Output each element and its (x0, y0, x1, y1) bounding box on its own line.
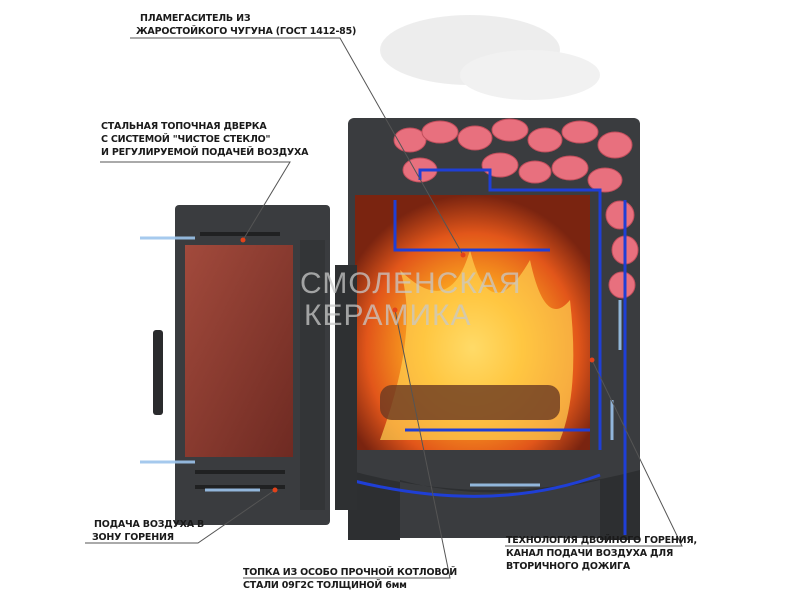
label-air-supply: ПОДАЧА ВОЗДУХА В ЗОНУ ГОРЕНИЯ (92, 518, 204, 544)
watermark: СМОЛЕНСКАЯ КЕРАМИКА (300, 268, 522, 332)
label-flame-arrester: ПЛАМЕГАСИТЕЛЬ ИЗ ЖАРОСТОЙКОГО ЧУГУНА (ГО… (136, 12, 356, 38)
label-firebox: ТОПКА ИЗ ОСОБО ПРОЧНОЙ КОТЛОВОЙ СТАЛИ 09… (243, 566, 457, 592)
label-line: ТЕХНОЛОГИЯ ДВОЙНОГО ГОРЕНИЯ, (506, 535, 697, 546)
label-line: С СИСТЕМОЙ "ЧИСТОЕ СТЕКЛО" (101, 134, 271, 145)
label-double-combustion: ТЕХНОЛОГИЯ ДВОЙНОГО ГОРЕНИЯ, КАНАЛ ПОДАЧ… (506, 534, 697, 573)
watermark-line: КЕРАМИКА (304, 299, 472, 332)
label-door: СТАЛЬНАЯ ТОПОЧНАЯ ДВЕРКА С СИСТЕМОЙ "ЧИС… (101, 120, 308, 159)
label-line: ПЛАМЕГАСИТЕЛЬ ИЗ (140, 13, 251, 24)
callout-dots (240, 237, 595, 493)
label-line: ПОДАЧА ВОЗДУХА В (94, 519, 205, 530)
label-line: ТОПКА ИЗ ОСОБО ПРОЧНОЙ КОТЛОВОЙ (243, 567, 457, 578)
label-line: И РЕГУЛИРУЕМОЙ ПОДАЧЕЙ ВОЗДУХА (101, 147, 309, 158)
steam (380, 15, 600, 100)
leader-lines (85, 37, 683, 579)
label-line: КАНАЛ ПОДАЧИ ВОЗДУХА ДЛЯ (506, 548, 674, 559)
air-channel (349, 168, 627, 535)
label-line: СТАЛЬНАЯ ТОПОЧНАЯ ДВЕРКА (101, 121, 267, 132)
label-line: ЖАРОСТОЙКОГО ЧУГУНА (ГОСТ 1412-85) (136, 26, 357, 37)
label-line: СТАЛИ 09Г2С ТОЛЩИНОЙ 6мм (243, 580, 407, 591)
label-line: ВТОРИЧНОГО ДОЖИГА (506, 561, 630, 572)
door (153, 205, 357, 525)
watermark-line: СМОЛЕНСКАЯ (300, 267, 522, 300)
air-arrows (140, 236, 622, 492)
label-line: ЗОНУ ГОРЕНИЯ (92, 532, 174, 543)
